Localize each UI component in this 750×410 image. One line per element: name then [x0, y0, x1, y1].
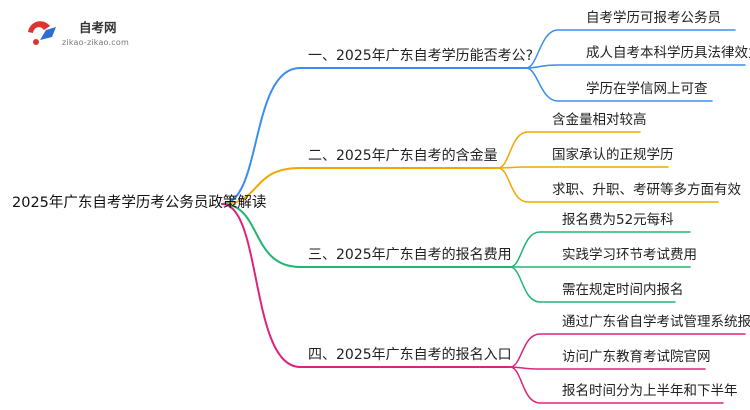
- branch-2-leaf-1: 含金量相对较高: [552, 112, 647, 128]
- branch-2-leaf-3-connector: [497, 167, 719, 203]
- branch-1-leaf-1: 自考学历可报考公务员: [586, 10, 721, 26]
- branch-4-leaf-3: 报名时间分为上半年和下半年: [562, 383, 738, 399]
- branch-3-leaf-3-connector: [509, 266, 676, 303]
- branch-3-leaf-3: 需在规定时间内报名: [562, 282, 684, 298]
- branch-4-leaf-1: 通过广东省自学考试管理系统报名: [562, 314, 750, 330]
- branch-1-leaf-2-connector: [525, 64, 746, 69]
- branch-4-label: 四、2025年广东自考的报名入口: [308, 347, 512, 363]
- branch-1-label: 一、2025年广东自考学历能否考公?: [308, 48, 534, 64]
- branch-2-leaf-2: 国家承认的正规学历: [552, 147, 674, 163]
- logo-pen-icon: [40, 27, 56, 40]
- branch-2-leaf-1-connector: [497, 131, 641, 169]
- branch-1-leaf-3-connector: [525, 67, 713, 102]
- branch-4-leaf-2: 访问广东教育考试院官网: [562, 349, 711, 365]
- branch-4-leaf-2-connector: [509, 366, 706, 370]
- root-topic: 2025年广东自考学历考公务员政策解读: [12, 195, 267, 211]
- logo-url: zikao-zikao.com: [62, 38, 129, 47]
- branch-2-connector: [221, 167, 499, 205]
- branch-1-connector: [221, 67, 527, 205]
- branch-3-leaf-1-connector: [509, 231, 691, 268]
- logo-name: 自考网: [79, 20, 117, 35]
- branch-3-label: 三、2025年广东自考的报名费用: [308, 247, 512, 263]
- branch-1-leaf-1-connector: [525, 29, 736, 69]
- branch-3-leaf-2: 实践学习环节考试费用: [562, 247, 697, 263]
- branch-2-leaf-2-connector: [497, 166, 669, 169]
- branch-lines: [221, 29, 746, 404]
- branch-3-leaf-1: 报名费为52元每科: [562, 212, 674, 228]
- branch-1-leaf-2: 成人自考本科学历具法律效力: [586, 45, 750, 61]
- logo-dot-icon: [33, 39, 39, 45]
- branch-2-label: 二、2025年广东自考的含金量: [308, 148, 498, 164]
- logo-icon: [28, 21, 56, 45]
- branch-3-connector: [221, 203, 511, 268]
- branch-4-leaf-1-connector: [509, 333, 746, 368]
- branch-1-leaf-3: 学历在学信网上可查: [586, 81, 708, 97]
- branch-4-leaf-3-connector: [509, 366, 724, 404]
- logo-arc-icon: [28, 21, 50, 33]
- branch-2-leaf-3: 求职、升职、考研等多方面有效: [552, 182, 741, 198]
- branch-4-connector: [221, 203, 511, 368]
